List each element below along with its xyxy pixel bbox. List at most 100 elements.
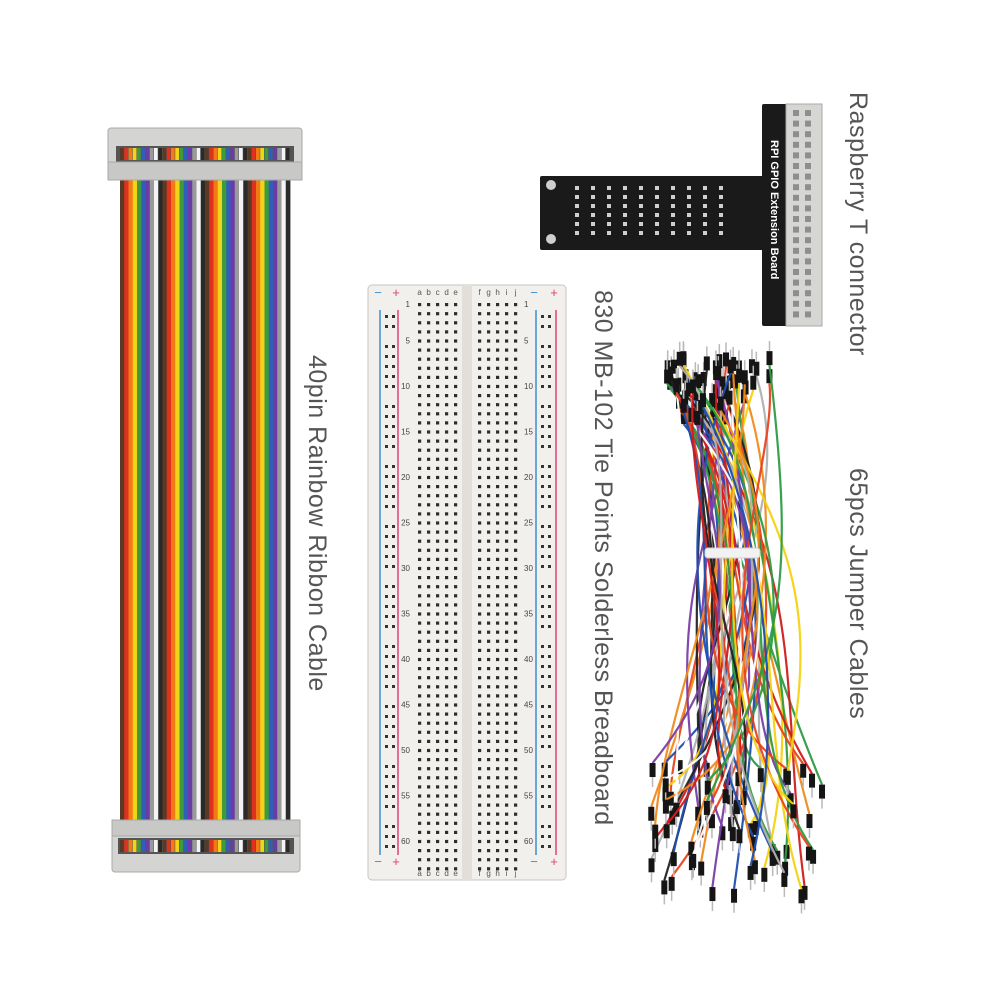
jumper-plug [690, 853, 697, 868]
ribbon-wire [137, 165, 142, 830]
tie-point-hole [514, 303, 518, 307]
row-number: 45 [401, 700, 410, 709]
ribbon-bottom-wire-end [162, 840, 167, 852]
tie-point-hole [487, 394, 491, 398]
tie-point-hole [418, 739, 422, 743]
jumper-plug [688, 841, 695, 856]
tie-point-hole [436, 849, 440, 853]
tie-point-hole [418, 803, 422, 807]
jumper-plug [648, 858, 655, 873]
jumper-plug [727, 359, 734, 374]
rail-hole [548, 485, 551, 488]
tie-point-hole [418, 503, 422, 507]
tie-point-hole [478, 457, 482, 461]
column-letter: j [514, 869, 517, 878]
jumper-plug [682, 390, 689, 405]
rail-hole [385, 505, 388, 508]
tie-point-hole [487, 621, 491, 625]
jumper-plug [740, 791, 747, 806]
tie-point-hole [427, 603, 431, 607]
rail-hole [385, 785, 388, 788]
ribbon-wire [205, 165, 210, 830]
rail-hole [392, 425, 395, 428]
ribbon-top-wire-end [213, 148, 218, 160]
tie-point-hole [478, 721, 482, 725]
pcb-pin-hole [607, 231, 611, 235]
tie-point-hole [445, 748, 449, 753]
rail-hole [385, 745, 388, 748]
tie-point-hole [496, 712, 500, 716]
ribbon-bottom-wire-end [277, 840, 281, 852]
tie-point-hole [514, 767, 518, 771]
tie-point-hole [478, 321, 482, 325]
tie-point-hole [496, 648, 500, 652]
jumper-plug [719, 826, 726, 841]
ribbon-wire [268, 165, 274, 830]
tie-point-hole [496, 676, 500, 680]
tie-point-hole [427, 503, 431, 507]
tie-point-hole [454, 357, 458, 361]
ribbon-bottom-wire-end [205, 840, 209, 852]
tie-point-hole [445, 494, 449, 498]
tie-point-hole [418, 512, 422, 516]
rail-hole [385, 705, 388, 708]
ribbon-wire [128, 165, 134, 830]
tie-point-hole [445, 594, 449, 598]
ribbon-top-wire-end [222, 148, 226, 160]
tie-point-hole [454, 566, 458, 571]
tie-point-hole [487, 758, 491, 762]
header-pin [805, 226, 811, 233]
tie-point-hole [454, 321, 458, 325]
tie-point-hole [436, 839, 440, 844]
tie-point-hole [514, 812, 518, 816]
ribbon-top-wire-end [145, 148, 150, 160]
tie-point-hole [418, 676, 422, 680]
rail-hole [548, 645, 551, 648]
tie-point-hole [514, 457, 518, 461]
tie-point-hole [427, 694, 431, 698]
tie-point-hole [445, 421, 449, 425]
tie-point-hole [436, 603, 440, 607]
tie-point-hole [505, 375, 509, 379]
jumper-plug [676, 760, 683, 775]
row-number: 1 [406, 300, 411, 309]
rail-hole [541, 525, 544, 528]
rail-polarity-mark: + [392, 285, 400, 300]
tie-point-hole [478, 630, 482, 634]
jumper-plug [809, 773, 816, 788]
tie-point-hole [496, 794, 500, 798]
ribbon-bottom-wire-end [179, 840, 184, 852]
jumper-plug [723, 385, 730, 400]
tie-point-hole [487, 448, 491, 452]
tie-point-hole [418, 667, 422, 671]
tie-point-hole [496, 721, 500, 725]
rail-hole [548, 715, 551, 718]
pcb-pin-hole [575, 222, 579, 226]
tie-point-hole [436, 312, 440, 316]
pcb-pin-hole [671, 195, 675, 199]
tie-point-hole [496, 585, 500, 589]
tie-point-hole [445, 858, 449, 862]
tie-point-hole [505, 557, 509, 561]
tie-point-hole [454, 794, 458, 798]
tie-point-hole [478, 849, 482, 853]
rail-hole [548, 405, 551, 408]
rail-polarity-mark: + [550, 285, 558, 300]
tie-point-hole [454, 648, 458, 652]
tie-point-hole [478, 612, 482, 616]
mount-hole [546, 234, 556, 244]
row-number: 15 [524, 427, 533, 436]
rail-hole [541, 715, 544, 718]
tie-point-hole [418, 648, 422, 652]
jumper-plug [800, 763, 807, 778]
ribbon-bottom-clamp [111, 819, 301, 837]
tie-point-hole [454, 812, 458, 816]
rail-hole [385, 485, 388, 488]
tie-point-hole [505, 430, 509, 434]
header-pin [793, 120, 799, 127]
tie-point-hole [514, 439, 518, 443]
jumper-wire [741, 383, 810, 848]
tie-point-hole [427, 830, 431, 834]
tie-point-hole [445, 785, 449, 789]
pcb-pin-hole [703, 186, 707, 190]
